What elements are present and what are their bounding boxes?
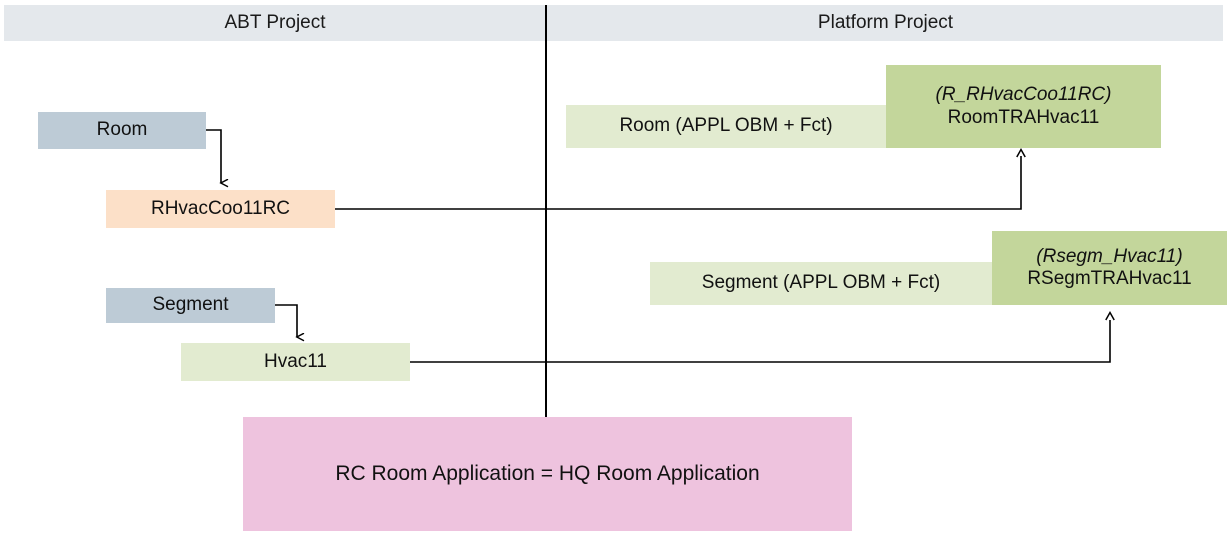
connector-rhvaccoo11rc-to-roomtrahvac11-line (335, 156, 1022, 210)
note-rc-hq-room-application: RC Room Application = HQ Room Applicatio… (243, 417, 852, 531)
connector-room-to-rhvaccoo11rc (206, 129, 221, 183)
column-title-platform-project: Platform Project (817, 12, 954, 33)
node-roomtrahvac11-sublabel: (R_RHvacCoo11RC) (935, 84, 1112, 106)
column-title-abt-project: ABT Project (224, 12, 326, 33)
header-band (4, 5, 1223, 41)
connector-rhvaccoo11rc-arrowhead (1016, 147, 1026, 158)
node-rsegmtrahvac11[interactable]: (Rsegm_Hvac11) RSegmTRAHvac11 (992, 231, 1227, 305)
node-rhvaccoo11rc[interactable]: RHvacCoo11RC (106, 190, 335, 228)
node-room[interactable]: Room (38, 112, 206, 149)
node-rsegmtrahvac11-label: RSegmTRAHvac11 (1027, 268, 1192, 289)
node-roomtrahvac11[interactable]: (R_RHvacCoo11RC) RoomTRAHvac11 (886, 65, 1161, 148)
node-segment[interactable]: Segment (106, 288, 275, 323)
node-hvac11[interactable]: Hvac11 (181, 343, 410, 381)
connector-hvac11-arrowhead (1105, 310, 1115, 321)
node-rsegmtrahvac11-sublabel: (Rsegm_Hvac11) (1036, 245, 1183, 267)
connector-segment-to-hvac11 (275, 304, 297, 337)
column-divider (545, 5, 547, 417)
node-roomtrahvac11-label: RoomTRAHvac11 (947, 106, 1100, 128)
node-segment-appl-obm-fct[interactable]: Segment (APPL OBM + Fct) (650, 262, 992, 305)
connector-hvac11-to-rsegmtrahvac11-line (410, 320, 1111, 363)
node-room-appl-obm-fct[interactable]: Room (APPL OBM + Fct) (566, 105, 886, 148)
